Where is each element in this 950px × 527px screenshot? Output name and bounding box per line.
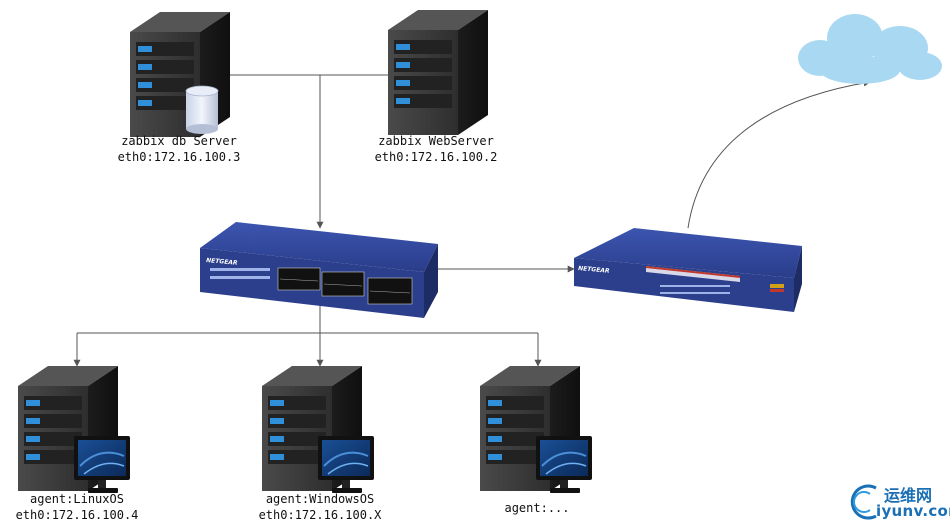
- agent-linux-label: agent:LinuxOS eth0:172.16.100.4: [2, 491, 152, 523]
- network-switch: NETGEAR: [200, 222, 438, 318]
- database-icon: [185, 85, 219, 134]
- agent-linux-ip: eth0:172.16.100.4: [15, 508, 139, 522]
- watermark-cn-text: 运维网: [884, 486, 933, 505]
- internet-cloud-icon: [798, 14, 942, 84]
- agent-linux-name: agent:LinuxOS: [30, 492, 124, 506]
- agent-windows-label: agent:WindowsOS eth0:172.16.100.X: [245, 491, 395, 523]
- agent-windows-ip: eth0:172.16.100.X: [258, 508, 382, 522]
- server-icon: [388, 10, 488, 135]
- web-server-ip: eth0:172.16.100.2: [374, 150, 498, 164]
- switch-brand-label: NETGEAR: [206, 257, 238, 267]
- db-server: [130, 12, 230, 137]
- agent-more-label: agent:...: [462, 500, 612, 516]
- db-server-label: zabbix db Server eth0:172.16.100.3: [104, 133, 254, 165]
- web-server-name: zabbix WebServer: [378, 134, 494, 148]
- watermark-en-text: iyunv.com: [876, 502, 950, 520]
- agent-more: [480, 366, 593, 494]
- link-router-to-cloud: [687, 79, 871, 229]
- watermark-logo-icon: [850, 484, 877, 520]
- db-server-ip: eth0:172.16.100.3: [117, 150, 241, 164]
- connection-lines: [73, 74, 871, 367]
- web-server-label: zabbix WebServer eth0:172.16.100.2: [361, 133, 511, 165]
- router: NETGEAR: [574, 228, 802, 312]
- switch-ports: [277, 267, 413, 305]
- site-watermark: 运维网 iyunv.com: [846, 478, 950, 524]
- agent-windows-name: agent:WindowsOS: [265, 492, 375, 506]
- db-server-name: zabbix db Server: [121, 134, 237, 148]
- agent-linux: [18, 366, 131, 494]
- web-server: [388, 10, 488, 135]
- agent-more-name: agent:...: [504, 501, 570, 515]
- agent-windows: [262, 366, 375, 494]
- router-brand-label: NETGEAR: [578, 265, 610, 275]
